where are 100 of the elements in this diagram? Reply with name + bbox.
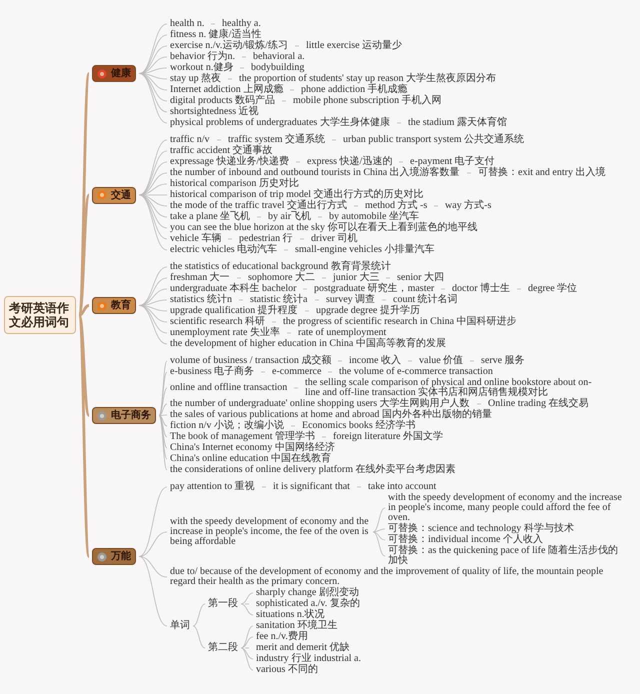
topic-text: situations n.状况 bbox=[256, 610, 324, 620]
connector-line bbox=[138, 556, 168, 626]
topic-text: survey 调查 bbox=[326, 295, 376, 305]
connector-line bbox=[158, 372, 168, 416]
connector-line bbox=[78, 314, 90, 416]
topic-text: freshman 大一 bbox=[170, 273, 230, 283]
topic-text: traffic accident 交通事故 bbox=[170, 146, 273, 156]
topic-text: 可替换：science and technology 科学与技术 bbox=[388, 524, 623, 534]
branch-topic bbox=[92, 65, 136, 82]
connector-line bbox=[78, 304, 90, 316]
topic-text: Internet addiction 上网成瘾 bbox=[170, 85, 284, 95]
topic-text: the number of undergraduate' online shopping users 大学生网购用户人数 bbox=[170, 399, 470, 409]
topic-text: 可替换：as the quickening pace of life 随着生活步伐的加快 bbox=[388, 546, 623, 566]
connector-line bbox=[470, 360, 474, 362]
topic-text: degree 学位 bbox=[528, 284, 578, 294]
topic-text: it is significant that bbox=[273, 482, 350, 492]
topic-text: junior 大三 bbox=[333, 273, 380, 283]
central-topic: 考研英语作文必用词句 bbox=[4, 296, 76, 334]
topic-text: undergraduate 本科生 bachelor bbox=[170, 284, 296, 294]
topic-text: by air飞机 bbox=[268, 212, 312, 222]
topic-text: health n. bbox=[170, 19, 204, 29]
connector-line bbox=[158, 388, 168, 416]
topic-text: China's online education 中国在线教育 bbox=[170, 454, 331, 464]
topic-text: 可替换：exit and entry 出入境 bbox=[478, 168, 606, 178]
connector-line bbox=[138, 73, 168, 90]
topic-text: scientific research 科研 bbox=[170, 317, 265, 327]
connector-line bbox=[240, 626, 254, 648]
topic-text: 第二段 bbox=[208, 643, 238, 653]
topic-text: with the speedy development of economy and the increase in people's income, the fee of the oven is being affordable bbox=[170, 517, 370, 547]
topic-text: online and offline transaction bbox=[170, 383, 288, 393]
topic-text: industry 行业 industrial a. bbox=[256, 654, 361, 664]
topic-text: phone addiction 手机成瘾 bbox=[301, 85, 408, 95]
topic-text: workout n.健身 bbox=[170, 63, 234, 73]
topic-text: little exercise 运动量少 bbox=[306, 41, 402, 51]
connector-line bbox=[262, 486, 266, 488]
connector-line bbox=[240, 648, 254, 660]
topic-text: sophisticated a./v. 复杂的 bbox=[256, 599, 360, 609]
connector-line bbox=[304, 310, 310, 312]
connector-line bbox=[138, 73, 168, 112]
topic-text: the sales of various publications at home and abroad 国内外各种出版物的销量 bbox=[170, 410, 492, 420]
connector-line bbox=[138, 162, 168, 196]
topic-text: the considerations of online delivery platform 在线外卖平台考虑因素 bbox=[170, 465, 456, 475]
topic-text: fiction n/v 小说；改编小说 bbox=[170, 421, 284, 431]
connector-line bbox=[138, 140, 168, 196]
connector-line bbox=[158, 415, 168, 460]
topic-text: 第一段 bbox=[208, 599, 238, 609]
topic-text: the number of inbound and outbound tourists in China 出入境游客数量 bbox=[170, 168, 460, 178]
connector-line bbox=[372, 528, 386, 532]
connector-line bbox=[372, 532, 386, 540]
connector-line bbox=[466, 172, 472, 174]
branch-topic bbox=[92, 186, 136, 204]
topic-text: the statistics of educational background 教育背景统计 bbox=[170, 262, 391, 272]
connector-line bbox=[240, 592, 254, 604]
topic-text: statistics 统计n bbox=[170, 295, 232, 305]
branch-label: 交通 bbox=[111, 190, 131, 200]
topic-text: value 价值 bbox=[419, 356, 464, 366]
connector-line bbox=[158, 360, 168, 416]
topic-text: behavioral a. bbox=[253, 52, 305, 62]
topic-text: pedestrian 行 bbox=[239, 234, 293, 244]
topic-text: vehicle 车辆 bbox=[170, 234, 222, 244]
topic-text: China's Internet economy 中国网络经济 bbox=[170, 443, 335, 453]
connector-line bbox=[192, 604, 206, 626]
connector-line bbox=[138, 556, 168, 578]
topic-text: physical problems of undergraduates 大学生身体健康 bbox=[170, 118, 390, 128]
connector-line bbox=[282, 100, 286, 102]
topic-text: rate of unemployment bbox=[298, 328, 386, 338]
connector-line bbox=[408, 360, 412, 362]
topic-text: the proportion of students' stay up reason 大学生熬夜原因分布 bbox=[239, 74, 496, 84]
connector-line bbox=[138, 305, 168, 312]
topic-text: sanitation 环境卫生 bbox=[256, 621, 338, 631]
connector-line bbox=[138, 194, 168, 250]
topic-text: 单词 bbox=[170, 621, 190, 631]
topic-text: e-commerce bbox=[272, 367, 322, 377]
connector-line bbox=[300, 238, 304, 240]
topic-text: electric vehicles 电动汽车 bbox=[170, 245, 278, 255]
topic-text: shortsightedness 近视 bbox=[170, 107, 259, 117]
topic-text: exercise n./v.运动/锻炼/练习 bbox=[170, 41, 288, 51]
connector-line bbox=[322, 436, 326, 438]
topic-text: digital products 数码产品 bbox=[170, 96, 275, 106]
connector-line bbox=[138, 73, 168, 124]
connector-line bbox=[338, 360, 342, 362]
topic-text: due to/ because of the development of economy and the improvement of quality of life, the mountain people regard their health as the primary concern. bbox=[170, 567, 610, 587]
topic-text: method 方式 -s bbox=[365, 201, 428, 211]
connector-line bbox=[138, 194, 168, 196]
topic-text: fee n./v.费用 bbox=[256, 632, 308, 642]
connector-line bbox=[158, 415, 168, 470]
connector-line bbox=[192, 626, 206, 648]
topic-text: the mode of the traffic travel 交通出行方式 bbox=[170, 201, 347, 211]
topic-text: postgraduate 研究生，master bbox=[314, 284, 434, 294]
topic-text: behavior 行为n. bbox=[170, 52, 235, 62]
topic-text: expressage 快递业务/快递费 bbox=[170, 157, 290, 167]
topic-text: Economics books 经济学书 bbox=[302, 421, 416, 431]
branch-topic bbox=[92, 297, 136, 314]
topic-text: the progress of scientific research in China 中国科研进步 bbox=[283, 317, 517, 327]
topic-text: take into account bbox=[368, 482, 436, 492]
connector-line bbox=[78, 314, 90, 557]
connector-line bbox=[138, 486, 168, 557]
topic-text: upgrade qualification 提升程度 bbox=[170, 306, 298, 316]
topic-text: The book of management 管理学书 bbox=[170, 432, 315, 442]
connector-line bbox=[356, 486, 362, 488]
